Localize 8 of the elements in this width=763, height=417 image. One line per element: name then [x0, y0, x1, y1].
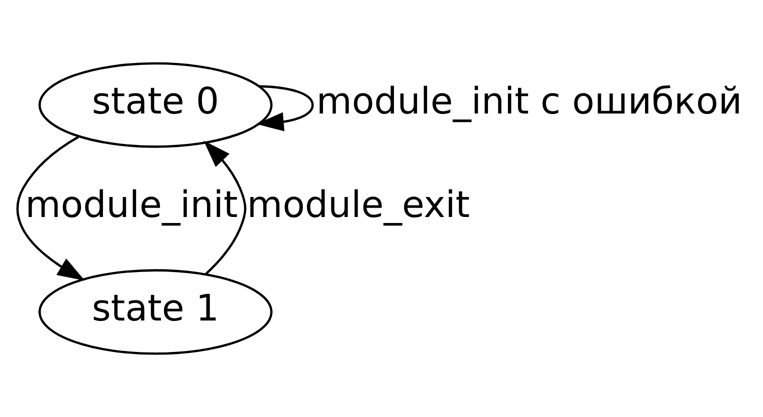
node-ellipse: state 0 [38, 62, 273, 148]
edge-label: module_exit [247, 183, 470, 226]
node-ellipse: state 1 [38, 269, 273, 355]
edge-label: module_init [25, 183, 238, 226]
arrow [16, 136, 85, 281]
edge-label: module_init с ошибкой [316, 80, 742, 123]
arrow [256, 85, 314, 132]
arrow [204, 140, 246, 275]
